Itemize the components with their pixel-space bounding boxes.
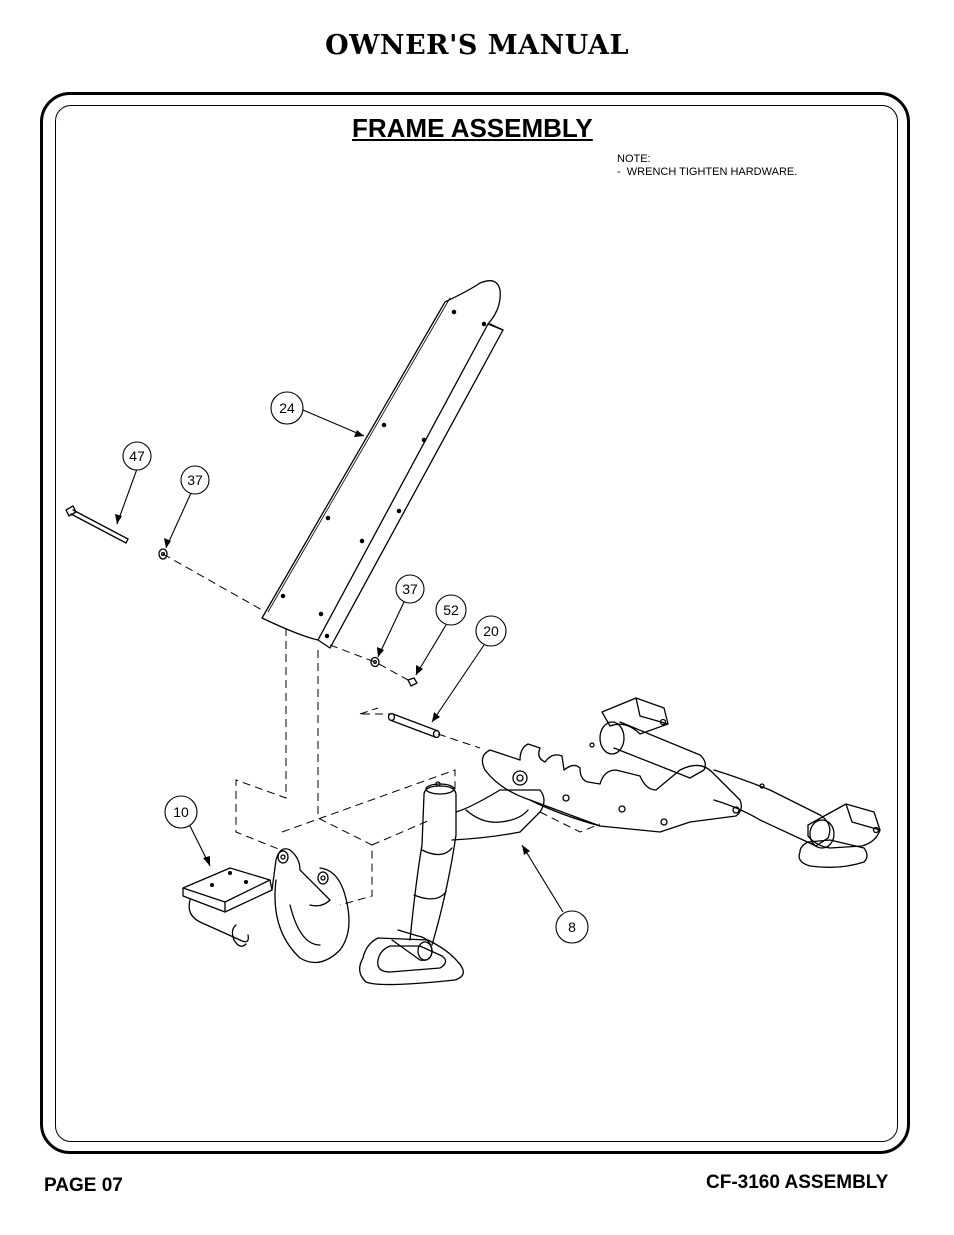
part-37-washer-a [158, 548, 168, 560]
callout-arrowheads [115, 430, 530, 866]
callout-47-circle [122, 441, 152, 471]
part-10-bracket [182, 848, 350, 964]
callout-8-label: 8 [568, 919, 576, 935]
callout-52-label: 52 [443, 602, 459, 618]
callout-24-label: 24 [279, 400, 295, 416]
note-label: NOTE: [617, 153, 651, 165]
part-24-plate [261, 280, 504, 649]
callout-37a-label: 37 [187, 472, 203, 488]
callout-20-circle [475, 615, 507, 647]
part-52-nut [407, 677, 418, 687]
callout-52-circle [435, 594, 467, 626]
callout-37b-label: 37 [402, 581, 418, 597]
manual-title: OWNER'S MANUAL [325, 30, 629, 61]
assembly-note: NOTE: - WRENCH TIGHTEN HARDWARE. [617, 153, 797, 179]
callout-10-label: 10 [173, 804, 189, 820]
page-number: PAGE 07 [44, 1175, 123, 1196]
callout-24-circle [270, 391, 304, 425]
callout-10-circle [164, 795, 198, 829]
callout-37a-circle [180, 465, 210, 495]
callout-20-label: 20 [483, 623, 499, 639]
page-border-inner [55, 105, 898, 1142]
callout-47-label: 47 [129, 448, 145, 464]
part-47-bolt [65, 505, 129, 544]
assembly-alignment-lines [162, 553, 601, 906]
part-8-main-frame [359, 697, 881, 986]
note-line: - WRENCH TIGHTEN HARDWARE. [617, 166, 798, 178]
part-37-washer-b [370, 656, 380, 668]
section-title: FRAME ASSEMBLY [352, 113, 593, 143]
model-assembly-label: CF-3160 ASSEMBLY [706, 1172, 889, 1193]
callout-leaders [116, 409, 564, 913]
page-border-outer [40, 92, 910, 1154]
callout-8-circle [555, 910, 589, 944]
callout-37b-circle [395, 574, 425, 604]
part-20-tube [387, 712, 441, 739]
